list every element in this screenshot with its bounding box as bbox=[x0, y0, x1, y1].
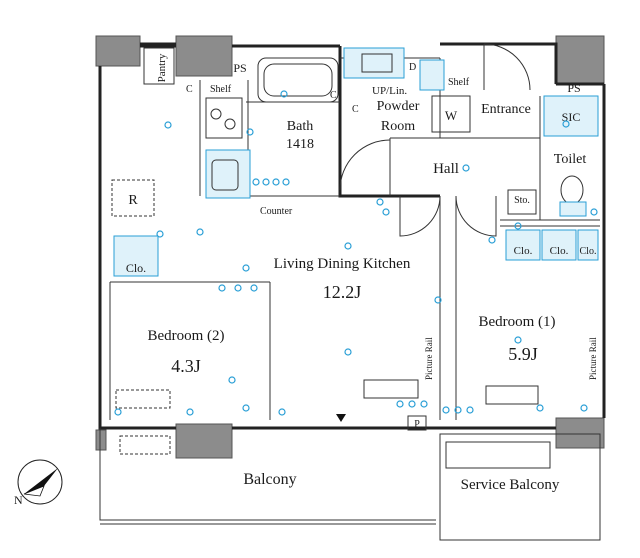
ldk-size-label: 12.2J bbox=[323, 282, 362, 302]
burner-2 bbox=[224, 118, 236, 130]
bathtub-inner bbox=[263, 63, 333, 97]
pillar-small-left bbox=[95, 429, 107, 451]
hall-door-2[interactable] bbox=[399, 195, 441, 237]
window-unit-ldk bbox=[363, 379, 419, 399]
hall-label: Hall bbox=[433, 161, 459, 177]
shelf-label-1: Shelf bbox=[210, 84, 232, 95]
service-balcony-label: Service Balcony bbox=[461, 477, 560, 493]
cooktop bbox=[205, 97, 243, 139]
storage-label: Sto. bbox=[514, 195, 530, 206]
toilet-bowl bbox=[560, 175, 584, 205]
c-label-2: C bbox=[352, 104, 359, 115]
burner-1 bbox=[210, 108, 222, 120]
entrance-label: Entrance bbox=[481, 102, 531, 117]
interior-walls bbox=[109, 57, 600, 420]
bed1-closet-c-label: Clo. bbox=[580, 246, 597, 257]
pillar-bottom-center bbox=[175, 423, 233, 459]
pillar-top-left bbox=[95, 35, 141, 67]
bed1-closet-c bbox=[577, 229, 599, 261]
toilet-tank bbox=[559, 201, 587, 217]
up-lin-box bbox=[419, 59, 445, 91]
pillar-right bbox=[555, 35, 605, 85]
balcony-vent bbox=[119, 435, 171, 455]
pillar-bottom-right bbox=[555, 417, 605, 449]
bedroom1-label: Bedroom (1) bbox=[478, 314, 555, 330]
bath-size-label: 1418 bbox=[286, 137, 314, 152]
sink bbox=[211, 159, 239, 191]
balcony-label: Balcony bbox=[243, 471, 296, 488]
powder-room-label: Room bbox=[381, 119, 415, 134]
bed1-closet-b bbox=[541, 229, 577, 261]
p-box bbox=[407, 415, 427, 431]
bath-label: Bath bbox=[287, 119, 313, 134]
washer-box bbox=[431, 95, 471, 133]
bed1-closet-b-label: Clo. bbox=[550, 245, 569, 257]
window-unit-bed2 bbox=[115, 389, 171, 409]
bathtub bbox=[257, 57, 339, 103]
picture-rail-1: Picture Rail bbox=[424, 337, 434, 380]
bed2-closet-label: Clo. bbox=[126, 261, 146, 275]
window-unit-bed1 bbox=[485, 385, 539, 405]
counter-label: Counter bbox=[260, 206, 293, 217]
washbasin bbox=[361, 53, 393, 73]
bed2-closet bbox=[113, 235, 159, 277]
bedroom2-label: Bedroom (2) bbox=[147, 328, 224, 344]
bedroom1-size-label: 5.9J bbox=[508, 344, 538, 364]
sink-counter bbox=[205, 149, 251, 199]
washbasin-counter bbox=[343, 47, 405, 79]
d-label: D bbox=[409, 62, 416, 73]
c-label-3: C bbox=[330, 90, 337, 101]
compass-north-label: N bbox=[14, 493, 23, 507]
c-label-1: C bbox=[186, 84, 193, 95]
entry-marker bbox=[336, 414, 346, 422]
up-lin-label: UP/Lin. bbox=[372, 85, 407, 97]
toilet-label: Toilet bbox=[554, 152, 587, 167]
entrance-door[interactable] bbox=[483, 43, 531, 91]
shelf-label-2: Shelf bbox=[448, 77, 470, 88]
hall-door-3[interactable] bbox=[455, 195, 497, 237]
ps-left-label: PS bbox=[233, 61, 246, 75]
refrigerator bbox=[111, 179, 155, 217]
bed1-closet-a bbox=[505, 229, 541, 261]
bed1-closet-a-label: Clo. bbox=[514, 245, 533, 257]
ps-right-label: PS bbox=[567, 81, 580, 95]
service-balcony-unit bbox=[445, 441, 551, 469]
ldk-label: Living Dining Kitchen bbox=[274, 256, 411, 272]
refrigerator-label: R bbox=[128, 193, 138, 208]
storage-box bbox=[507, 189, 537, 215]
hall-door-1[interactable] bbox=[339, 139, 391, 191]
pillar-top-center bbox=[175, 35, 233, 77]
compass: N bbox=[14, 459, 63, 507]
sic-box bbox=[543, 95, 599, 137]
picture-rail-2: Picture Rail bbox=[588, 337, 598, 380]
pantry-box bbox=[143, 47, 175, 85]
pantry-label: Pantry bbox=[156, 53, 168, 82]
p-label: P bbox=[414, 419, 420, 430]
washer-label: W bbox=[445, 108, 458, 123]
powder-label: Powder bbox=[377, 99, 420, 114]
electrical-markers bbox=[114, 90, 598, 416]
bedroom2-size-label: 4.3J bbox=[171, 356, 201, 376]
balcony-outline bbox=[99, 428, 601, 541]
